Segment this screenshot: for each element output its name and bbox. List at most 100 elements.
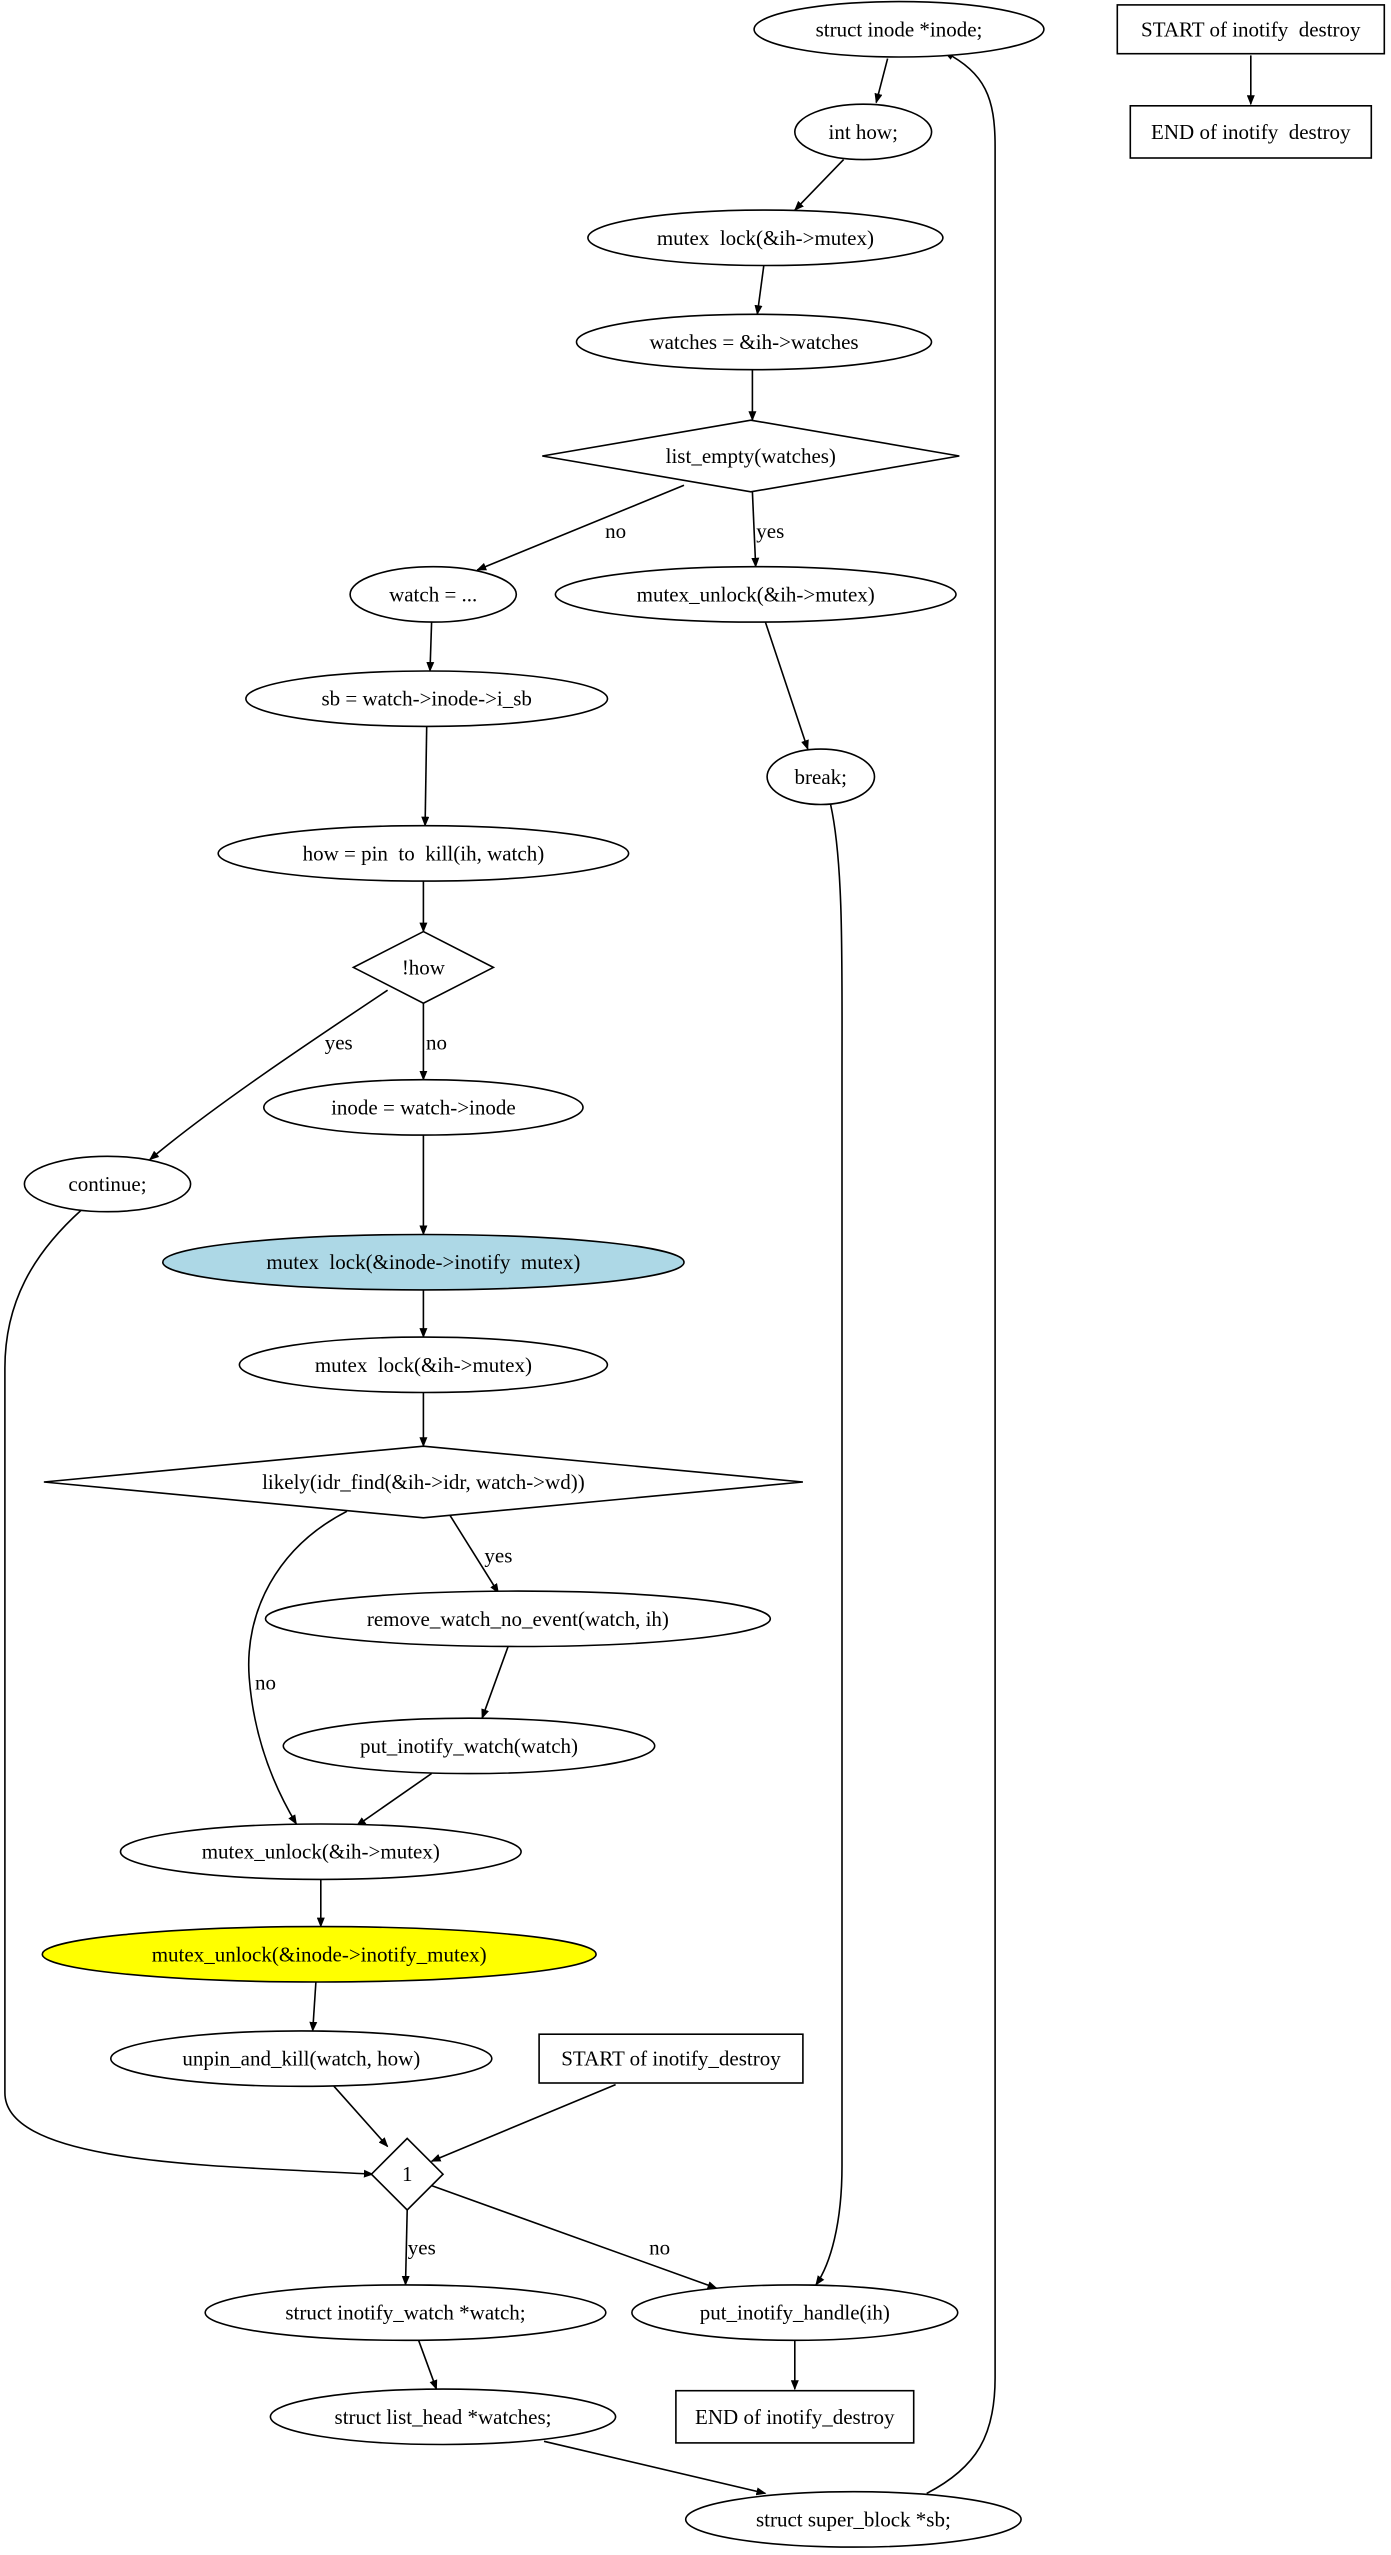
edge-sb-assign-to-pin-kill [421, 726, 430, 827]
ellipse-shape [631, 2284, 959, 2342]
box-shape [1129, 105, 1373, 159]
edge-line [430, 2083, 616, 2162]
ellipse-shape [204, 2284, 607, 2342]
edge-line [815, 804, 843, 2286]
edge-likely-idr-to-remove-watch [448, 1514, 500, 1594]
node-label: mutex_unlock(&ih->mutex) [637, 582, 875, 606]
node-sb-decl: struct super_block *sb; [684, 2490, 1022, 2548]
node-label: inode = watch->inode [331, 1095, 516, 1119]
node-label: likely(idr_find(&ih->idr, watch->wd)) [262, 1470, 585, 1494]
edge-line [926, 51, 996, 2495]
edge-line [481, 1646, 509, 1720]
node-unlock-ih1: mutex_unlock(&ih->mutex) [554, 565, 957, 623]
edge-line [754, 265, 765, 316]
node-put-handle: put_inotify_handle(ih) [631, 2284, 959, 2342]
node-label: mutex_unlock(&inode->inotify_mutex) [152, 1942, 487, 1966]
node-lock-ih1: mutex lock(&ih->mutex) [587, 209, 944, 267]
edge-label-no: no [605, 519, 626, 543]
node-label: list_empty(watches) [666, 444, 836, 468]
edge-loop-cond-to-watch-decl [401, 2209, 410, 2286]
node-not-how: !how [351, 930, 496, 1005]
node-label: 1 [402, 2162, 413, 2186]
node-label: sb = watch->inode->i_sb [321, 687, 532, 711]
node-label: START of inotify_destroy [561, 2047, 781, 2071]
ellipse-shape [109, 2030, 493, 2088]
node-label: struct inode *inode; [816, 17, 983, 41]
edge-label-no: no [255, 1670, 276, 1694]
node-label: struct inotify_watch *watch; [285, 2301, 525, 2325]
edge-watch-decl-to-watches-decl [417, 2340, 438, 2391]
node-label: int how; [828, 120, 897, 144]
node-label: how = pin to kill(ih, watch) [303, 841, 545, 865]
edge-line [874, 58, 889, 104]
node-label: START of inotify destroy [1141, 17, 1361, 41]
node-label: watch = ... [389, 582, 477, 606]
edge-line [448, 1514, 500, 1594]
edge-label-yes: yes [484, 1543, 512, 1567]
ellipse-shape [349, 565, 518, 623]
node-label: mutex lock(&ih->mutex) [657, 226, 874, 250]
node-sb-assign: sb = watch->inode->i_sb [245, 670, 609, 728]
node-unlock-ih2: mutex_unlock(&ih->mutex) [119, 1823, 522, 1881]
ellipse-shape [282, 1717, 656, 1775]
node-start-top: START of inotify destroy [1116, 4, 1386, 55]
box-shape [675, 2389, 915, 2444]
node-inode-decl: struct inode *inode; [753, 0, 1045, 58]
node-watch-assign: watch = ... [349, 565, 518, 623]
node-loop-cond: 1 [370, 2137, 445, 2212]
node-inode-assign: inode = watch->inode [262, 1078, 584, 1136]
edge-line [476, 484, 685, 571]
node-likely-idr: likely(idr_find(&ih->idr, watch->wd)) [43, 1445, 803, 1519]
ellipse-shape [161, 1233, 685, 1291]
node-unpin-kill: unpin_and_kill(watch, how) [109, 2030, 493, 2088]
edge-line [401, 2209, 410, 2286]
edge-line [309, 1981, 318, 2032]
node-lock-ih2: mutex lock(&ih->mutex) [238, 1336, 609, 1394]
edge-likely-idr-to-unlock-ih2 [247, 1510, 348, 1825]
ellipse-shape [262, 1078, 584, 1136]
ellipse-shape [23, 1155, 192, 1213]
edge-line [247, 1510, 348, 1825]
edge-label-no: no [426, 1030, 447, 1054]
edge-inode-decl-to-how-decl [874, 58, 889, 104]
ellipse-shape [753, 0, 1045, 58]
edge-unlock-ih1-to-break-stmt [764, 621, 809, 751]
node-label: remove_watch_no_event(watch, ih) [367, 1607, 669, 1631]
ellipse-shape [766, 748, 876, 806]
diamond-shape [351, 930, 496, 1005]
edge-line [794, 159, 845, 211]
ellipse-shape [238, 1336, 609, 1394]
node-label: !how [402, 955, 446, 979]
ellipse-shape [575, 313, 933, 371]
edge-watches-decl-to-sb-decl [543, 2440, 767, 2496]
node-label: struct super_block *sb; [756, 2507, 951, 2531]
edge-list-empty-to-unlock-ih1 [751, 491, 760, 568]
node-label: mutex_unlock(&ih->mutex) [202, 1840, 440, 1864]
edge-label-yes: yes [325, 1030, 353, 1054]
edge-line [426, 622, 435, 672]
edge-start-mid-to-loop-cond [430, 2083, 616, 2162]
diamond-shape [43, 1445, 803, 1519]
node-how-decl: int how; [793, 103, 933, 161]
ellipse-shape [554, 565, 957, 623]
edge-loop-cond-to-put-handle [431, 2184, 718, 2289]
box-shape [1116, 4, 1386, 55]
node-end-mid: END of inotify_destroy [675, 2389, 915, 2444]
node-label: mutex lock(&inode->inotify mutex) [266, 1250, 580, 1274]
node-label: put_inotify_handle(ih) [700, 2301, 890, 2325]
edge-line [149, 989, 389, 1161]
node-label: break; [795, 765, 847, 789]
edge-remove-watch-to-put-watch [481, 1646, 509, 1720]
edge-break-stmt-to-put-handle [815, 804, 843, 2286]
ellipse-shape [793, 103, 933, 161]
edge-lock-ih1-to-watches-assign [754, 265, 765, 316]
node-watches-assign: watches = &ih->watches [575, 313, 933, 371]
node-label: unpin_and_kill(watch, how) [182, 2047, 420, 2071]
ellipse-shape [264, 1590, 772, 1648]
edge-label-yes: yes [756, 519, 784, 543]
edge-line [764, 621, 809, 751]
edge-line [543, 2440, 767, 2496]
ellipse-shape [119, 1823, 522, 1881]
node-watch-decl: struct inotify_watch *watch; [204, 2284, 607, 2342]
edge-line [4, 1209, 374, 2178]
